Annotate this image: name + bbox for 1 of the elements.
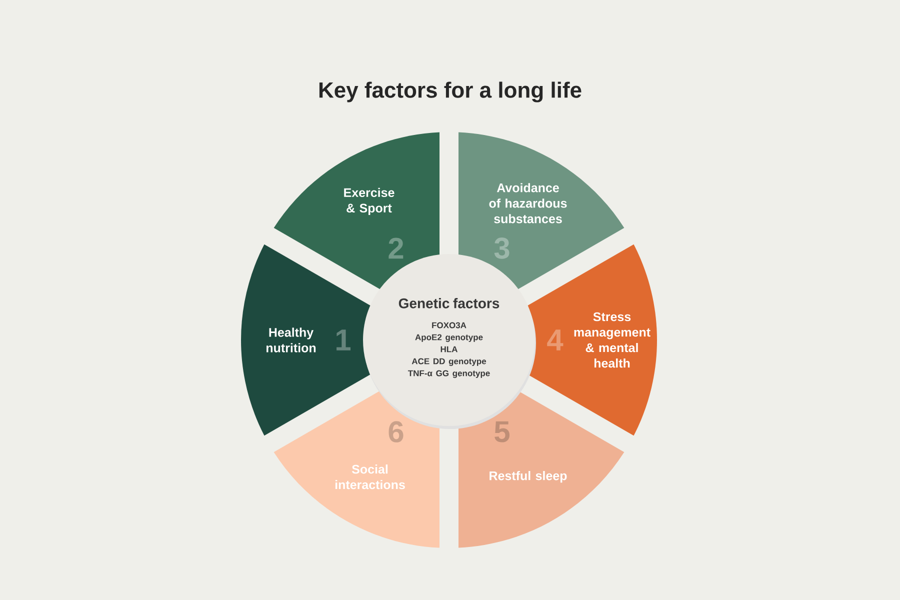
- title: Key factors for a long life: [319, 82, 582, 102]
